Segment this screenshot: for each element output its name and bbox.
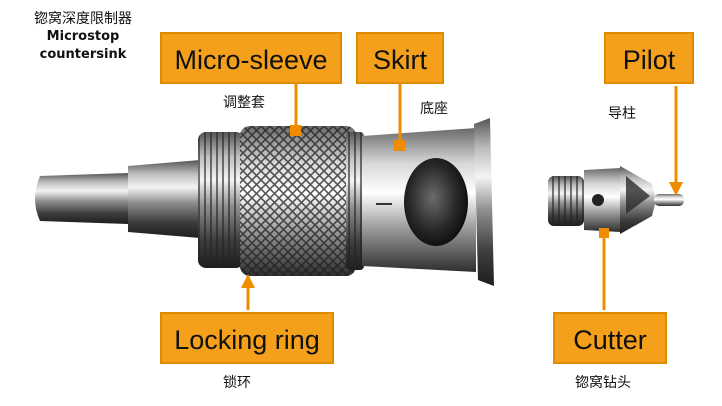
- cutter-assembly: [548, 166, 684, 234]
- title-chinese: 锪窝深度限制器: [34, 11, 132, 27]
- skirt-window: [404, 158, 468, 246]
- locking-ring-label: Locking ring: [160, 312, 334, 364]
- micro-sleeve: [240, 126, 364, 276]
- leader-lines: [246, 84, 678, 310]
- diagram-title: 锪窝深度限制器 Microstop countersink: [8, 10, 158, 64]
- arrow-pilot: [669, 182, 683, 196]
- skirt: [362, 118, 494, 286]
- title-english-line1: Microstop: [46, 29, 120, 44]
- cutter-cn-label: 锪窝钻头: [575, 375, 631, 391]
- pilot-cn-label: 导柱: [608, 106, 636, 122]
- skirt-label: Skirt: [356, 32, 444, 84]
- locking-ring: [198, 132, 244, 268]
- title-english-line2: countersink: [39, 47, 127, 62]
- micro-sleeve-label: Micro-sleeve: [160, 32, 342, 84]
- arrow-locking-ring: [241, 274, 255, 288]
- marker-micro-sleeve: [290, 125, 301, 136]
- skirt-cn-label: 底座: [420, 101, 448, 117]
- marker-cutter: [599, 228, 609, 238]
- locking-ring-cn-label: 锁环: [223, 375, 251, 391]
- shank: [35, 160, 200, 238]
- pilot-tip: [654, 194, 684, 206]
- micro-sleeve-cn-label: 调整套: [223, 95, 265, 111]
- pilot-label: Pilot: [604, 32, 694, 84]
- cutter-label: Cutter: [553, 312, 667, 364]
- marker-skirt: [394, 140, 405, 151]
